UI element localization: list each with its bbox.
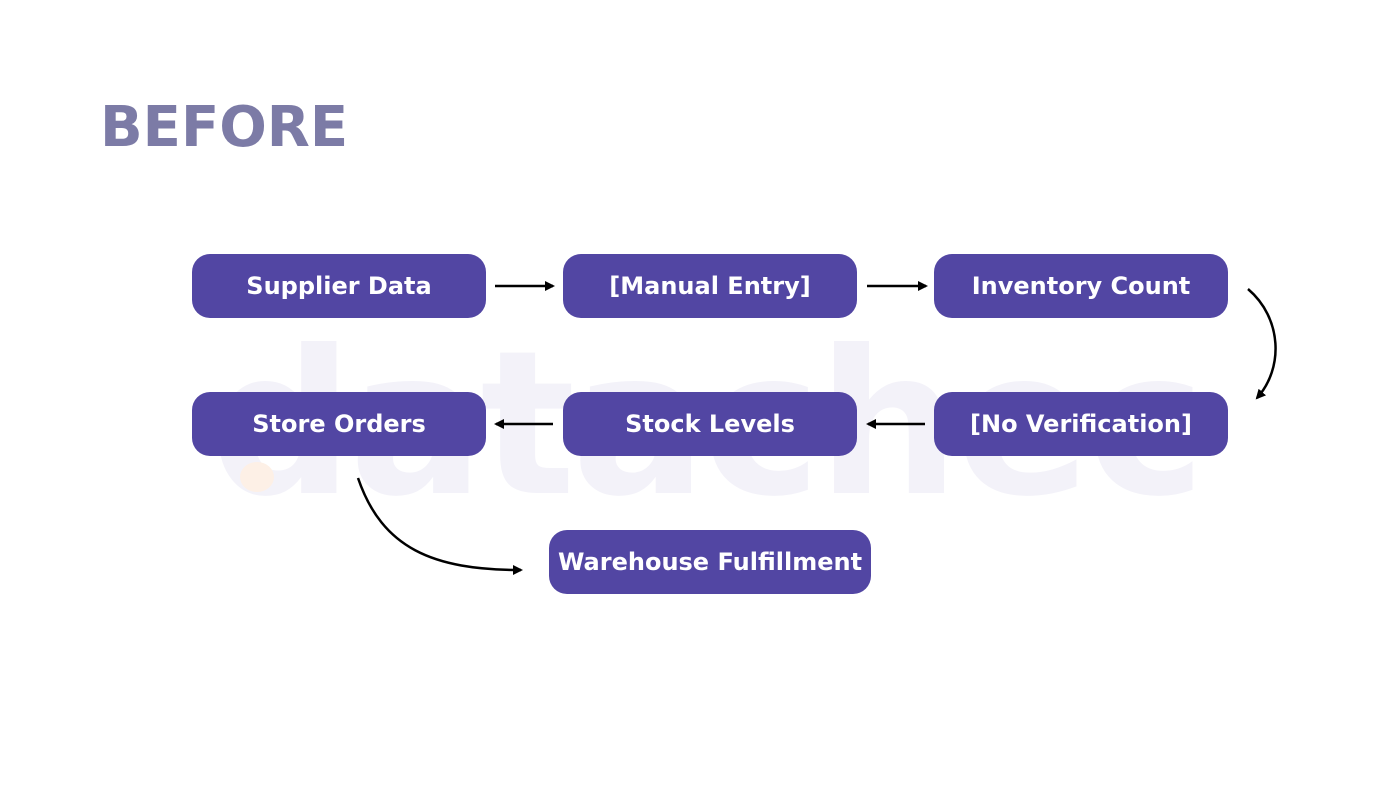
arrow-store-to-warehouse: [356, 477, 523, 575]
page-title: BEFORE: [100, 95, 349, 160]
node-supplier-data: Supplier Data: [192, 254, 486, 318]
node-stock-levels: Stock Levels: [563, 392, 857, 456]
node-manual-entry: [Manual Entry]: [563, 254, 857, 318]
node-no-verification: [No Verification]: [934, 392, 1228, 456]
arrow-inventory-to-noverification: [1247, 288, 1277, 400]
node-store-orders: Store Orders: [192, 392, 486, 456]
watermark-dot: [240, 462, 274, 492]
node-inventory-count: Inventory Count: [934, 254, 1228, 318]
node-warehouse-fulfillment: Warehouse Fulfillment: [549, 530, 871, 594]
